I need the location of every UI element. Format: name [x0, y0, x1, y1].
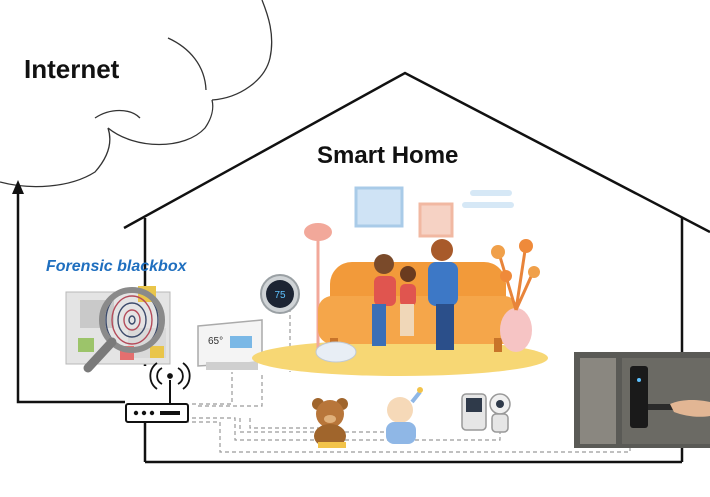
- hub-display-reading: 65°: [208, 336, 223, 347]
- family-sofa-illustration: [252, 186, 548, 376]
- door-lock-icon: [574, 352, 710, 448]
- magnifier-icon: [83, 287, 165, 373]
- thermostat-icon: 75: [260, 274, 300, 314]
- smart-home-label: Smart Home: [317, 142, 459, 169]
- internet-label: Internet: [24, 54, 120, 84]
- router-icon: [125, 362, 191, 423]
- cloud-icon: [0, 0, 273, 188]
- forensic-blackbox-label: Forensic blackbox: [46, 258, 187, 275]
- wifi-signal-icon: [149, 362, 191, 390]
- arrow-head-icon: [12, 180, 24, 194]
- teddy-bear-icon: [312, 398, 348, 448]
- smart-display-icon: 65°: [197, 319, 263, 370]
- baby-toy-icon: [386, 387, 423, 444]
- baby-monitor-icon: [461, 393, 511, 433]
- internet-uplink-arrow: [16, 192, 125, 404]
- plant-icon: [491, 239, 540, 352]
- thermostat-reading: 75: [274, 290, 286, 301]
- forensic-blackbox-graphic: [65, 286, 171, 373]
